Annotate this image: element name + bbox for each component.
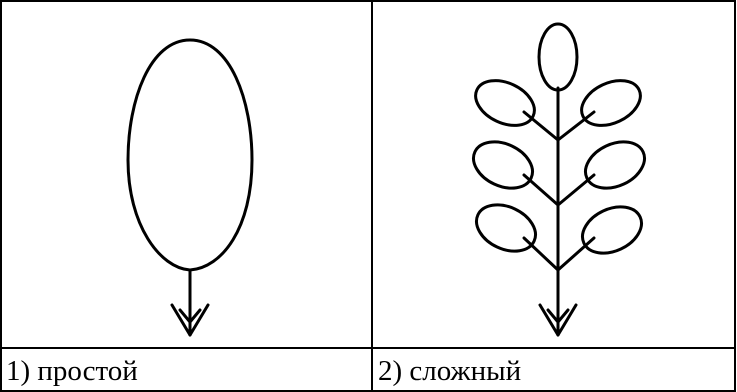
leaflet-right-3 [581, 205, 643, 255]
petiole-tip [538, 303, 578, 337]
simple-leaf-icon [126, 38, 254, 337]
leaflet-right-2 [584, 140, 646, 190]
petiole-tip [170, 303, 210, 337]
compound-leaf-icon [472, 22, 646, 337]
caption-compound: 2) сложный [378, 355, 522, 387]
leaf-blade [126, 38, 254, 272]
leaflet-terminal [537, 22, 579, 92]
leaflet-left-3 [475, 203, 537, 253]
leaflet-left-1 [474, 79, 536, 127]
caption-simple: 1) простой [6, 355, 138, 387]
leaflet-left-2 [472, 140, 534, 190]
leaflet-right-1 [580, 79, 642, 127]
